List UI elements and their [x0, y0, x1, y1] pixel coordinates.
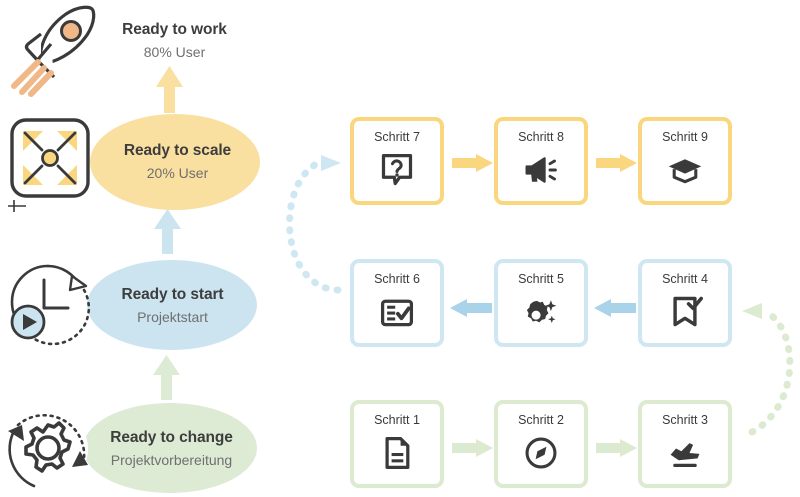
bottom-to-middle-curve [742, 303, 794, 436]
stage-title-ready-to-change: Ready to change [110, 428, 233, 446]
step-card-schritt-8[interactable]: Schritt 8 [494, 117, 588, 205]
stage-arrow-scale-to-work [156, 66, 183, 113]
checklist-icon [376, 291, 418, 333]
gear-sparkle-icon [520, 291, 562, 333]
stage-ready-to-scale[interactable]: Ready to scale 20% User [95, 133, 260, 191]
stage-arrow-change-to-start [153, 355, 180, 400]
stage-title-ready-to-start: Ready to start [121, 285, 224, 303]
stage-title-ready-to-scale: Ready to scale [123, 141, 232, 159]
step-card-label: Schritt 4 [662, 272, 708, 286]
step-card-schritt-2[interactable]: Schritt 2 [494, 400, 588, 488]
step-card-schritt-1[interactable]: Schritt 1 [350, 400, 444, 488]
step-card-label: Schritt 2 [518, 413, 564, 427]
middle-to-top-curve [286, 155, 342, 294]
step-card-label: Schritt 5 [518, 272, 564, 286]
step-card-label: Schritt 1 [374, 413, 420, 427]
step-arrow-1-to-2 [452, 439, 493, 457]
step-card-schritt-3[interactable]: Schritt 3 [638, 400, 732, 488]
step-card-label: Schritt 8 [518, 130, 564, 144]
step-card-schritt-5[interactable]: Schritt 5 [494, 259, 588, 347]
stage-ready-to-start[interactable]: Ready to start Projektstart [90, 277, 255, 335]
step-card-schritt-6[interactable]: Schritt 6 [350, 259, 444, 347]
rocket-icon [11, 5, 96, 97]
stage-ellipse-ready-to-scale [90, 114, 260, 210]
megaphone-icon [520, 149, 562, 191]
stage-subtitle-ready-to-scale: 20% User [146, 165, 209, 182]
step-card-label: Schritt 7 [374, 130, 420, 144]
stage-arrow-start-to-scale [154, 209, 181, 254]
stage-title-ready-to-work: Ready to work [122, 20, 227, 38]
expand-arrows-icon [8, 118, 90, 212]
stage-subtitle-ready-to-work: 80% User [143, 44, 206, 61]
step-arrow-5-to-6 [450, 299, 492, 317]
compass-icon [520, 432, 562, 474]
stage-ellipse-ready-to-start [87, 260, 257, 350]
stage-ready-to-change[interactable]: Ready to change Projektvorbereitung [84, 420, 259, 478]
step-card-label: Schritt 9 [662, 130, 708, 144]
step-arrow-7-to-8 [452, 154, 493, 172]
step-arrow-2-to-3 [596, 439, 637, 457]
step-arrow-4-to-5 [594, 299, 636, 317]
step-card-schritt-4[interactable]: Schritt 4 [638, 259, 732, 347]
question-bubble-icon [376, 149, 418, 191]
stage-ready-to-work[interactable]: Ready to work 80% User [92, 12, 257, 70]
graduation-cap-icon [664, 149, 706, 191]
document-icon [376, 432, 418, 474]
airplane-takeoff-icon [664, 432, 706, 474]
stage-ellipse-ready-to-change [83, 403, 257, 493]
bookmark-check-icon [664, 291, 706, 333]
stage-subtitle-ready-to-start: Projektstart [137, 309, 208, 326]
clock-play-icon [10, 264, 91, 346]
step-arrow-8-to-9 [596, 154, 637, 172]
step-card-label: Schritt 3 [662, 413, 708, 427]
step-card-schritt-7[interactable]: Schritt 7 [350, 117, 444, 205]
gear-refresh-icon [8, 409, 88, 489]
step-card-label: Schritt 6 [374, 272, 420, 286]
step-card-schritt-9[interactable]: Schritt 9 [638, 117, 732, 205]
stage-subtitle-ready-to-change: Projektvorbereitung [110, 452, 233, 469]
